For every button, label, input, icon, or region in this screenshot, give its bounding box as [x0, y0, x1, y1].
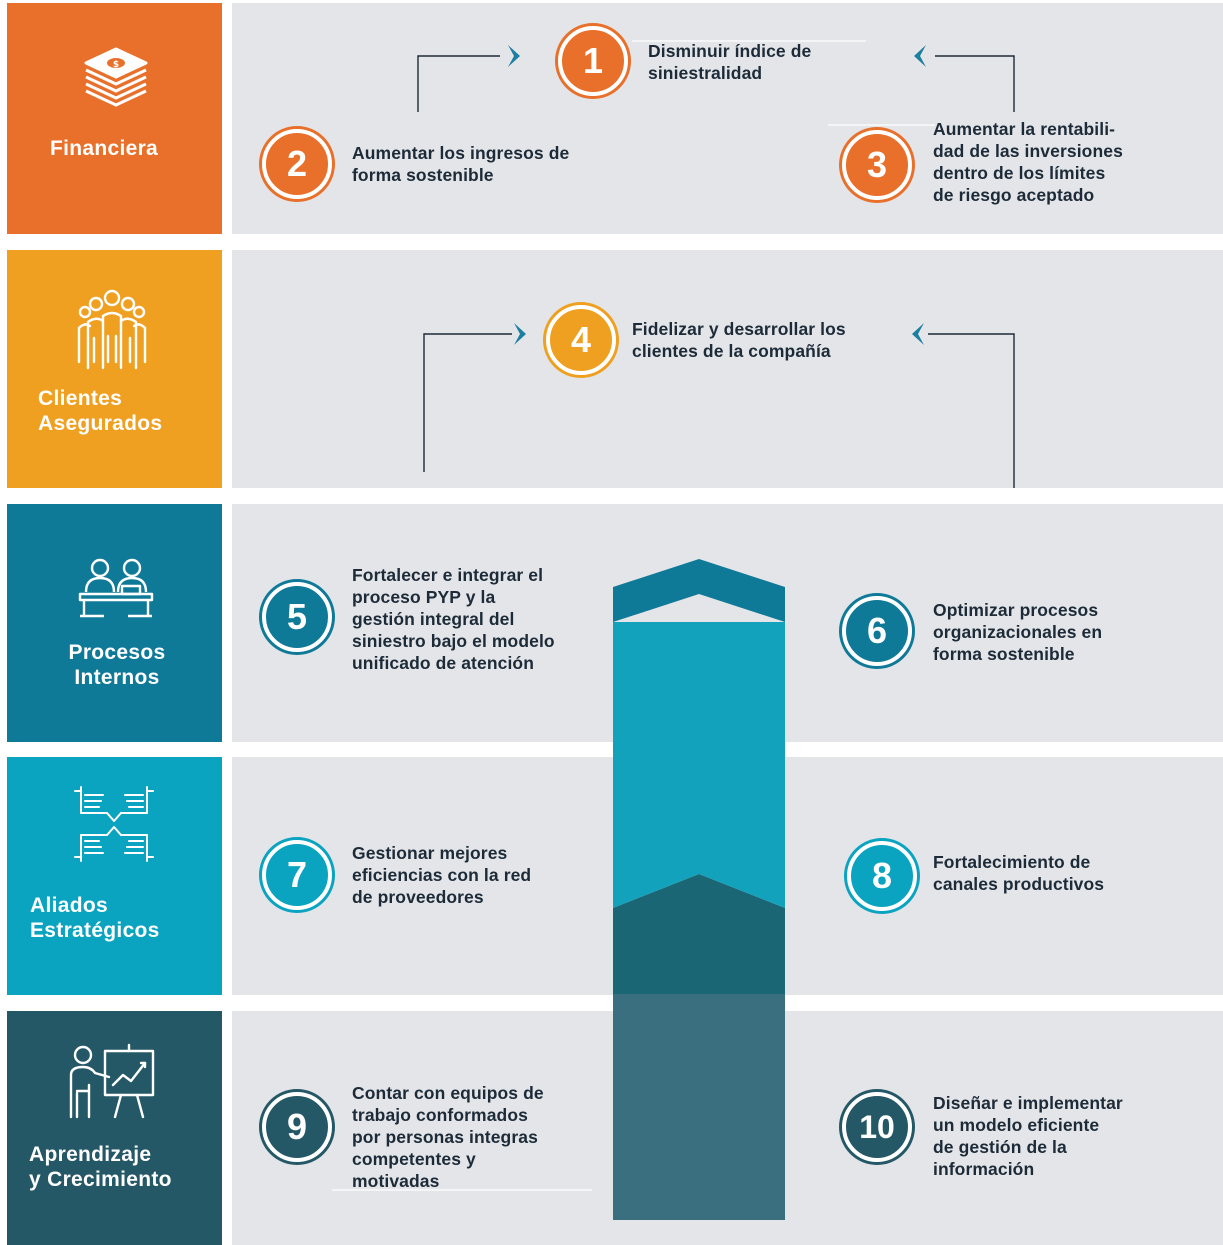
people-group-icon: [77, 289, 147, 370]
band-title: Financiera: [50, 137, 159, 160]
objective-number-10: 10: [842, 1092, 912, 1162]
objective-text-3: Aumentar la rentabili- dad de las invers…: [933, 119, 1123, 205]
objective-text-7: Gestionar mejores eficiencias con la red…: [352, 843, 532, 907]
band-title: Aliados Estratégicos: [30, 894, 160, 942]
objective-number-4: 4: [546, 305, 616, 375]
band-procesos-internos: Procesos Internos: [7, 504, 222, 742]
objective-number-7: 7: [262, 840, 332, 910]
panel-clientes-asegurados: [232, 250, 1223, 488]
objective-number-3: 3: [842, 130, 912, 200]
objective-number-8: 8: [847, 841, 917, 911]
objective-text-5: Fortalecer e integrar el proceso PYP y l…: [352, 565, 555, 673]
band-aliados-estrategicos: Aliados Estratégicos: [7, 757, 222, 995]
band-aprendizaje-crecimiento: Aprendizaje y Crecimiento: [7, 1011, 222, 1245]
objective-text-9: Contar con equipos de trabajo conformado…: [352, 1083, 544, 1191]
objective-text-8: Fortalecimiento de canales productivos: [933, 852, 1105, 894]
objective-text-6: Optimizar procesos organizacionales en f…: [933, 600, 1103, 664]
presentation-chart-icon: [69, 1043, 155, 1119]
svg-text:$: $: [113, 60, 119, 70]
band-title: Procesos Internos: [68, 641, 166, 689]
objective-text-4: Fidelizar y desarrollar los clientes de …: [632, 319, 846, 361]
objective-text-1: Disminuir índice de siniestralidad: [648, 41, 812, 83]
people-at-desk-icon: [78, 558, 154, 618]
objective-number-2: 2: [262, 129, 332, 199]
band-clientes-asegurados: Clientes Asegurados: [7, 250, 222, 488]
money-stack-icon: $: [84, 47, 148, 107]
objective-number-1: 1: [558, 26, 628, 96]
objective-number-6: 6: [842, 596, 912, 666]
band-title: Aprendizaje y Crecimiento: [29, 1143, 172, 1191]
band-financiera: $ Financiera: [7, 3, 222, 234]
objective-number-5: 5: [262, 582, 332, 652]
objective-text-10: Diseñar e implementar un modelo eficient…: [933, 1093, 1123, 1179]
objective-number-9: 9: [262, 1092, 332, 1162]
objective-text-2: Aumentar los ingresos de forma sostenibl…: [352, 143, 570, 185]
band-title: Clientes Asegurados: [38, 387, 163, 435]
joined-hands-icon: [74, 786, 154, 862]
